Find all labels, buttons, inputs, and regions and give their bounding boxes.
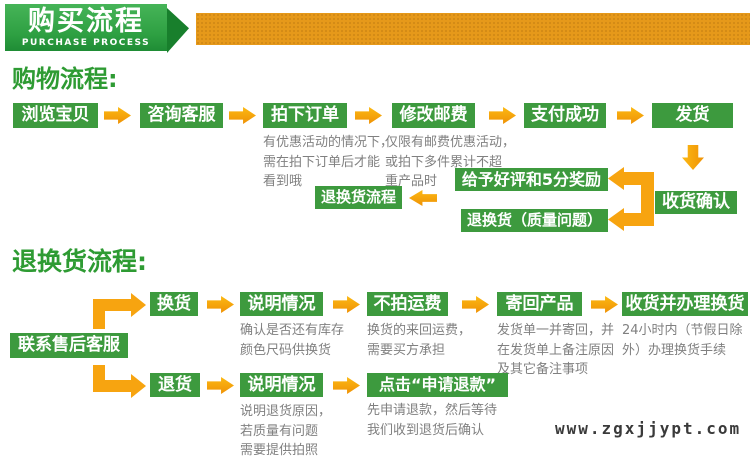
step-place-order: 拍下订单 [263,103,347,128]
contact-after-sales: 联系售后客服 [10,333,128,358]
note-place-order: 有优惠活动的情况下， 需在拍下订单后才能 看到哦 [263,135,394,189]
step-explain-refund: 说明情况 [240,373,323,397]
arrow-right-icon [104,107,131,124]
elbow-connector [641,172,654,226]
banner-chevron-icon [167,8,189,53]
step-explain-exchange: 说明情况 [240,292,323,316]
arrow-right-icon [591,296,618,313]
returns-heading: 退换货流程: [12,247,147,276]
shopping-heading: 购物流程: [12,65,118,93]
note-explain-refund: 说明退货原因， 若质量有问题 需要提供拍照 [240,404,332,458]
arrow-right-icon [131,374,146,398]
note-no-shipping-fee: 换货的来回运费， 需要买方承担 [367,323,472,358]
arrow-right-icon [131,293,146,317]
arrow-left-icon [409,190,437,206]
elbow-connector [105,299,131,311]
note-explain-exchange: 确认是否还有库存 颜色尺码供换货 [240,323,345,358]
step-contact-service: 咨询客服 [140,103,223,128]
note-send-back-product: 发货单一并寄回，并 在发货单上备注原因 及其它备注事项 [497,323,615,377]
elbow-connector [93,365,105,392]
elbow-connector [93,299,105,329]
step-receive-and-exchange: 收货并办理换货 [622,292,748,316]
note-modify-postage: 仅限有邮费优惠活动， 或拍下多件累计不超 重产品时 [385,135,516,189]
note-receive-exchange: 24小时内（节假日除 外）办理换货手续 [622,323,743,358]
arrow-right-icon [207,377,234,394]
arrow-right-icon [333,377,360,394]
arrow-left-icon [608,167,624,190]
website-url: www.zgxjjypt.com [555,419,742,438]
arrow-down-icon [682,145,704,170]
step-no-shipping-fee: 不拍运费 [367,292,448,316]
return-process-link: 退换货流程 [315,186,402,209]
banner: 购买流程 PURCHASE PROCESS [5,4,167,51]
step-payment-success: 支付成功 [524,103,606,128]
elbow-connector [623,213,642,226]
arrow-right-icon [333,296,360,313]
elbow-connector [623,172,642,185]
step-browse-item: 浏览宝贝 [13,103,98,128]
arrow-right-icon [207,296,234,313]
banner-orange-bar [196,13,750,45]
arrow-right-icon [489,107,516,124]
banner-title: 购买流程 [28,5,144,37]
banner-subtitle: PURCHASE PROCESS [21,37,151,48]
arrow-right-icon [355,107,382,124]
step-click-apply-refund: 点击“申请退款” [367,373,508,397]
arrow-right-icon [462,296,489,313]
step-return-goods: 退货 [150,373,200,397]
step-return-quality-issue: 退换货（质量问题） [461,209,608,232]
step-modify-postage: 修改邮费 [392,103,475,128]
note-apply-refund: 先申请退款，然后等待 我们收到退货后确认 [367,403,498,438]
arrow-right-icon [229,107,256,124]
arrow-right-icon [617,107,644,124]
step-exchange: 换货 [150,292,198,316]
elbow-connector [105,380,131,392]
step-give-praise: 给予好评和5分奖励 [455,168,608,191]
step-send-back-product: 寄回产品 [497,292,582,316]
step-ship-goods: 发货 [652,103,733,128]
arrow-left-icon [608,208,624,231]
step-confirm-receipt: 收货确认 [655,191,737,214]
